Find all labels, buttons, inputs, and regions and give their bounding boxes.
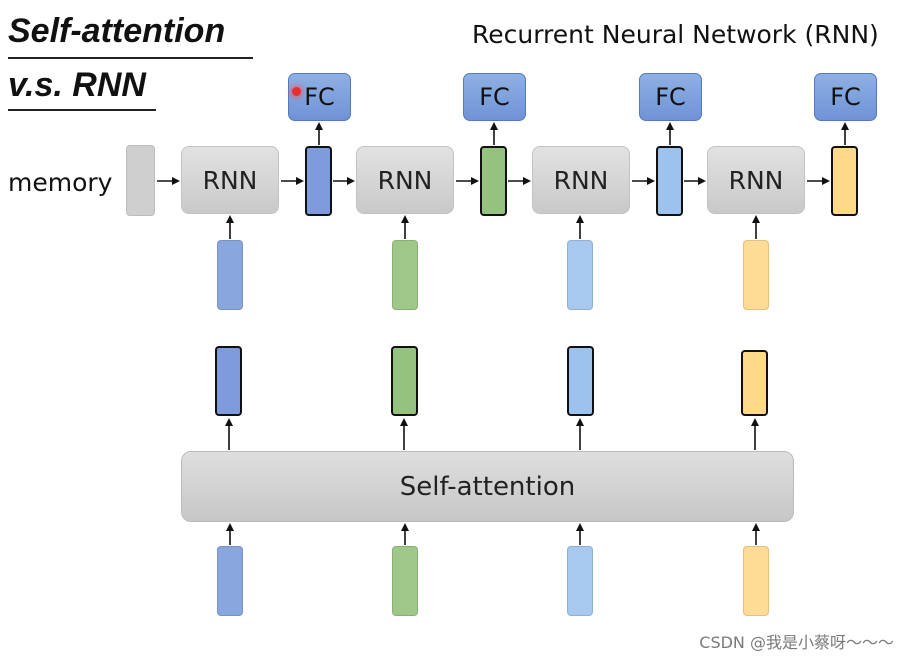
sa-input-vector-2 [392, 546, 418, 616]
memory-block [126, 145, 155, 216]
sa-output-vector-2 [391, 346, 418, 416]
rnn-cell-1: RNN [181, 146, 279, 214]
sa-input-vector-1 [217, 546, 243, 616]
rnn-subtitle: Recurrent Neural Network (RNN) [472, 20, 879, 49]
rnn-input-vector-4 [743, 240, 769, 310]
rnn-cell-4: RNN [707, 146, 805, 214]
fc-box-2: FC [463, 73, 526, 121]
rnn-cell-3: RNN [532, 146, 630, 214]
sa-output-vector-3 [567, 346, 594, 416]
sa-input-vector-4 [743, 546, 769, 616]
sa-input-vector-3 [567, 546, 593, 616]
watermark: CSDN @我是小蔡呀～～～ [699, 633, 894, 652]
fc-box-4: FC [814, 73, 877, 121]
rnn-input-vector-3 [567, 240, 593, 310]
rnn-hidden-vector-2 [480, 146, 507, 216]
laser-pointer-dot [292, 87, 301, 96]
sa-output-vector-4 [741, 350, 768, 416]
rnn-cell-2: RNN [356, 146, 454, 214]
rnn-input-vector-2 [392, 240, 418, 310]
fc-box-3: FC [639, 73, 702, 121]
title-line2: v.s. RNN [8, 66, 146, 104]
sa-output-vector-1 [215, 346, 242, 416]
fc-box-1: FC [288, 73, 351, 121]
rnn-hidden-vector-4 [831, 146, 858, 216]
title-underline-1 [8, 57, 253, 59]
rnn-input-vector-1 [217, 240, 243, 310]
title-underline-2 [8, 109, 156, 111]
rnn-hidden-vector-3 [656, 146, 683, 216]
self-attention-block: Self-attention [181, 451, 794, 522]
memory-label: memory [8, 168, 113, 197]
title-line1: Self-attention [8, 12, 226, 50]
rnn-hidden-vector-1 [305, 146, 332, 216]
